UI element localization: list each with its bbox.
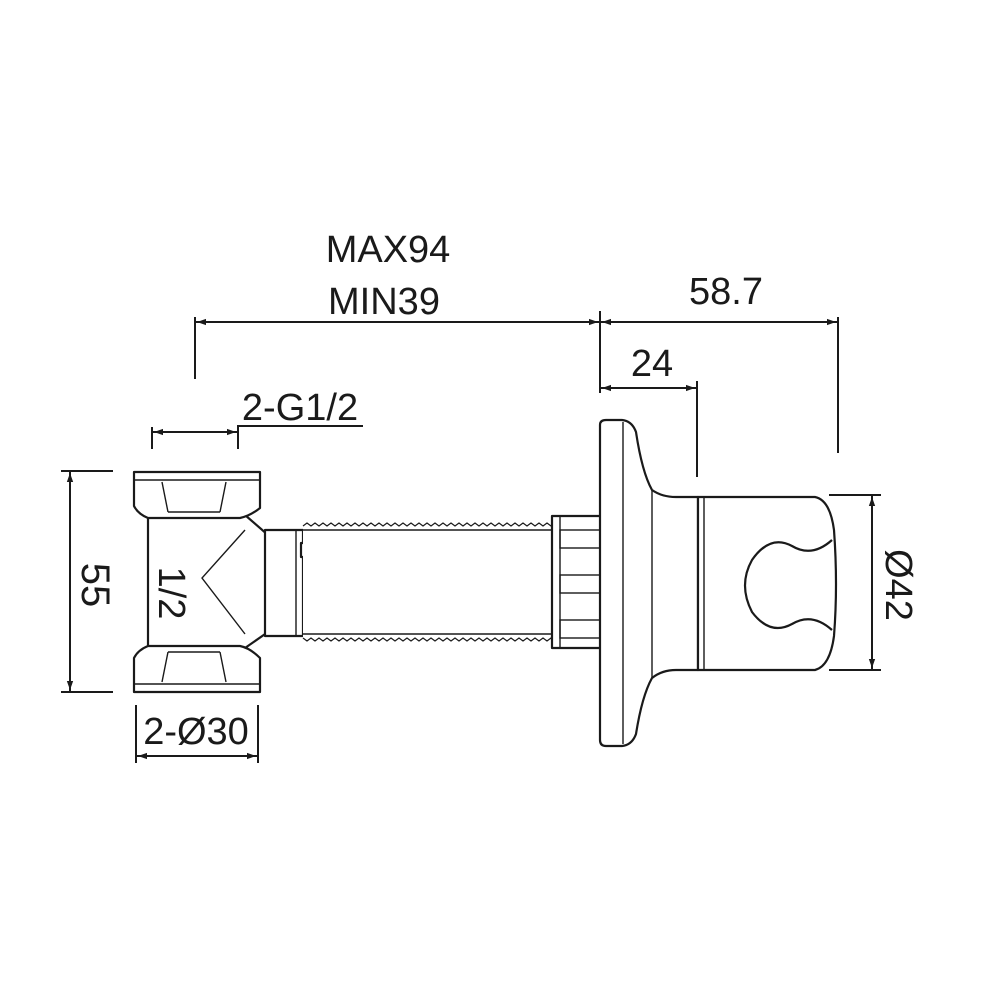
knob-diameter-label: Ø42 — [877, 549, 919, 621]
bottom-thread — [302, 635, 562, 642]
outlet-diameter-label: 2-Ø30 — [143, 711, 249, 753]
dimension-2-o30: 2-Ø30 — [135, 705, 259, 763]
dimension-24: 24 — [601, 343, 698, 477]
inlet-label: 1/2 — [150, 567, 192, 620]
side-collar — [263, 528, 305, 638]
bottom-nut — [132, 644, 262, 694]
dimension-thread: 2-G1/2 — [151, 387, 363, 449]
top-nut — [132, 470, 262, 520]
branch-cone — [201, 529, 246, 635]
wall-flange — [598, 418, 700, 748]
min-length-label: MIN39 — [328, 281, 440, 323]
flange-body — [598, 418, 700, 748]
nut-facet — [161, 651, 227, 683]
threaded-spindle — [302, 522, 566, 642]
dimension-o42: Ø42 — [829, 494, 919, 671]
dimension-max-min: MAX94 MIN39 — [194, 229, 601, 393]
max-length-label: MAX94 — [326, 229, 451, 271]
dimension-55: 55 — [61, 470, 117, 693]
retaining-nut — [550, 514, 604, 650]
height-label: 55 — [73, 563, 117, 608]
thread-size-label: 2-G1/2 — [242, 387, 358, 429]
nut-facet — [161, 481, 227, 513]
flange-to-knob-label: 24 — [631, 343, 673, 385]
overall-right-label: 58.7 — [689, 271, 763, 313]
knob-grip — [743, 539, 833, 631]
handle-knob — [696, 495, 838, 672]
top-thread — [302, 522, 566, 527]
tee-fitting: 1/2 — [132, 470, 310, 694]
dimension-58-7: 58.7 — [601, 271, 839, 453]
spindle-fill — [303, 526, 553, 638]
